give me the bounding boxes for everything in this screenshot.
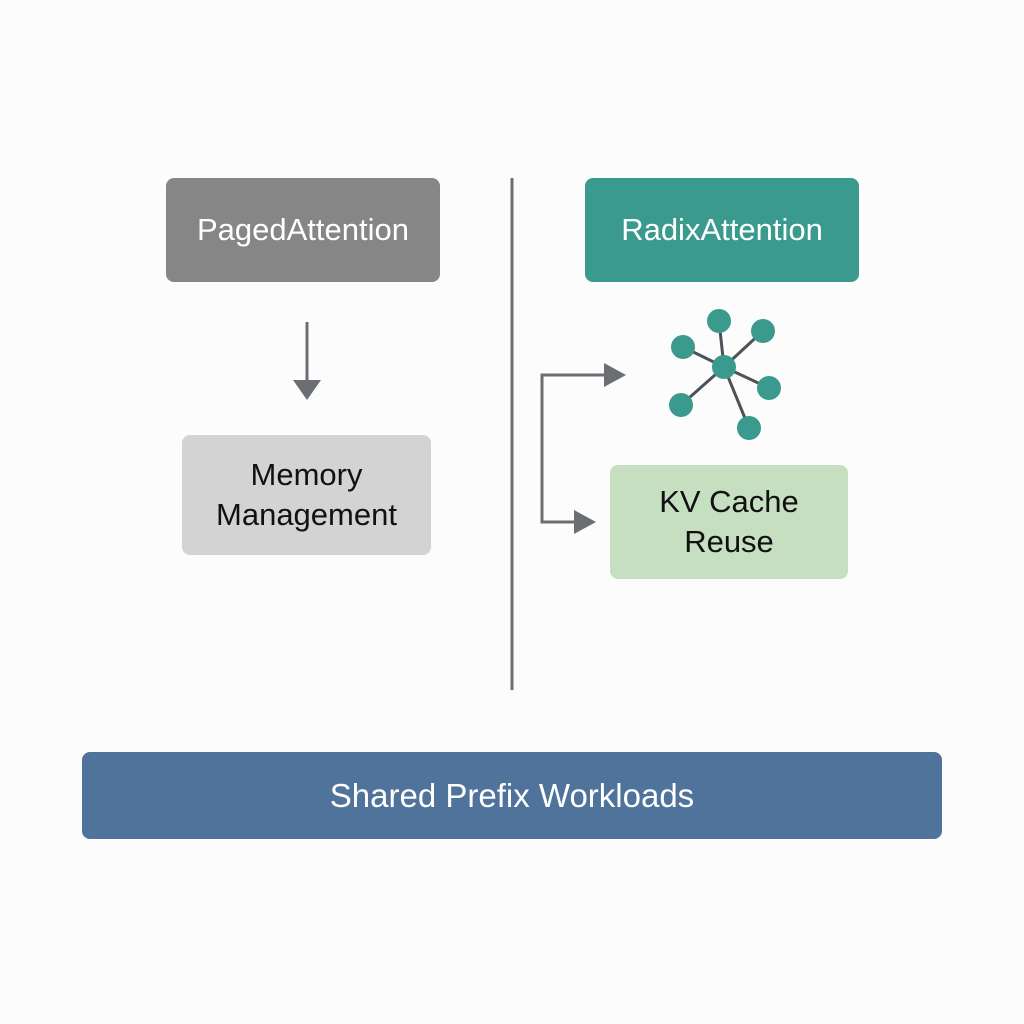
kv-cache-reuse-box: KV Cache Reuse — [610, 465, 848, 579]
arrow-to-network — [604, 363, 626, 387]
arrow-to-kv-cache — [574, 510, 596, 534]
network-node — [757, 376, 781, 400]
network-node — [707, 309, 731, 333]
network-node — [671, 335, 695, 359]
network-node — [737, 416, 761, 440]
radix-attention-box: RadixAttention — [585, 178, 859, 282]
memory-management-box: Memory Management — [182, 435, 431, 555]
radix-attention-label: RadixAttention — [621, 212, 823, 247]
network-node — [751, 319, 775, 343]
down-arrow — [293, 322, 321, 400]
kv-cache-reuse-label: KV Cache Reuse — [659, 484, 799, 559]
paged-attention-label: PagedAttention — [196, 212, 409, 247]
network-node — [712, 355, 736, 379]
shared-prefix-workloads-bar: Shared Prefix Workloads — [82, 752, 942, 839]
shared-prefix-workloads-label: Shared Prefix Workloads — [329, 776, 695, 814]
paged-attention-box: PagedAttention — [166, 178, 440, 282]
network-node — [669, 393, 693, 417]
network-graph-icon — [669, 309, 781, 440]
branch-connector — [540, 363, 626, 534]
memory-management-label: Memory Management — [216, 457, 397, 532]
